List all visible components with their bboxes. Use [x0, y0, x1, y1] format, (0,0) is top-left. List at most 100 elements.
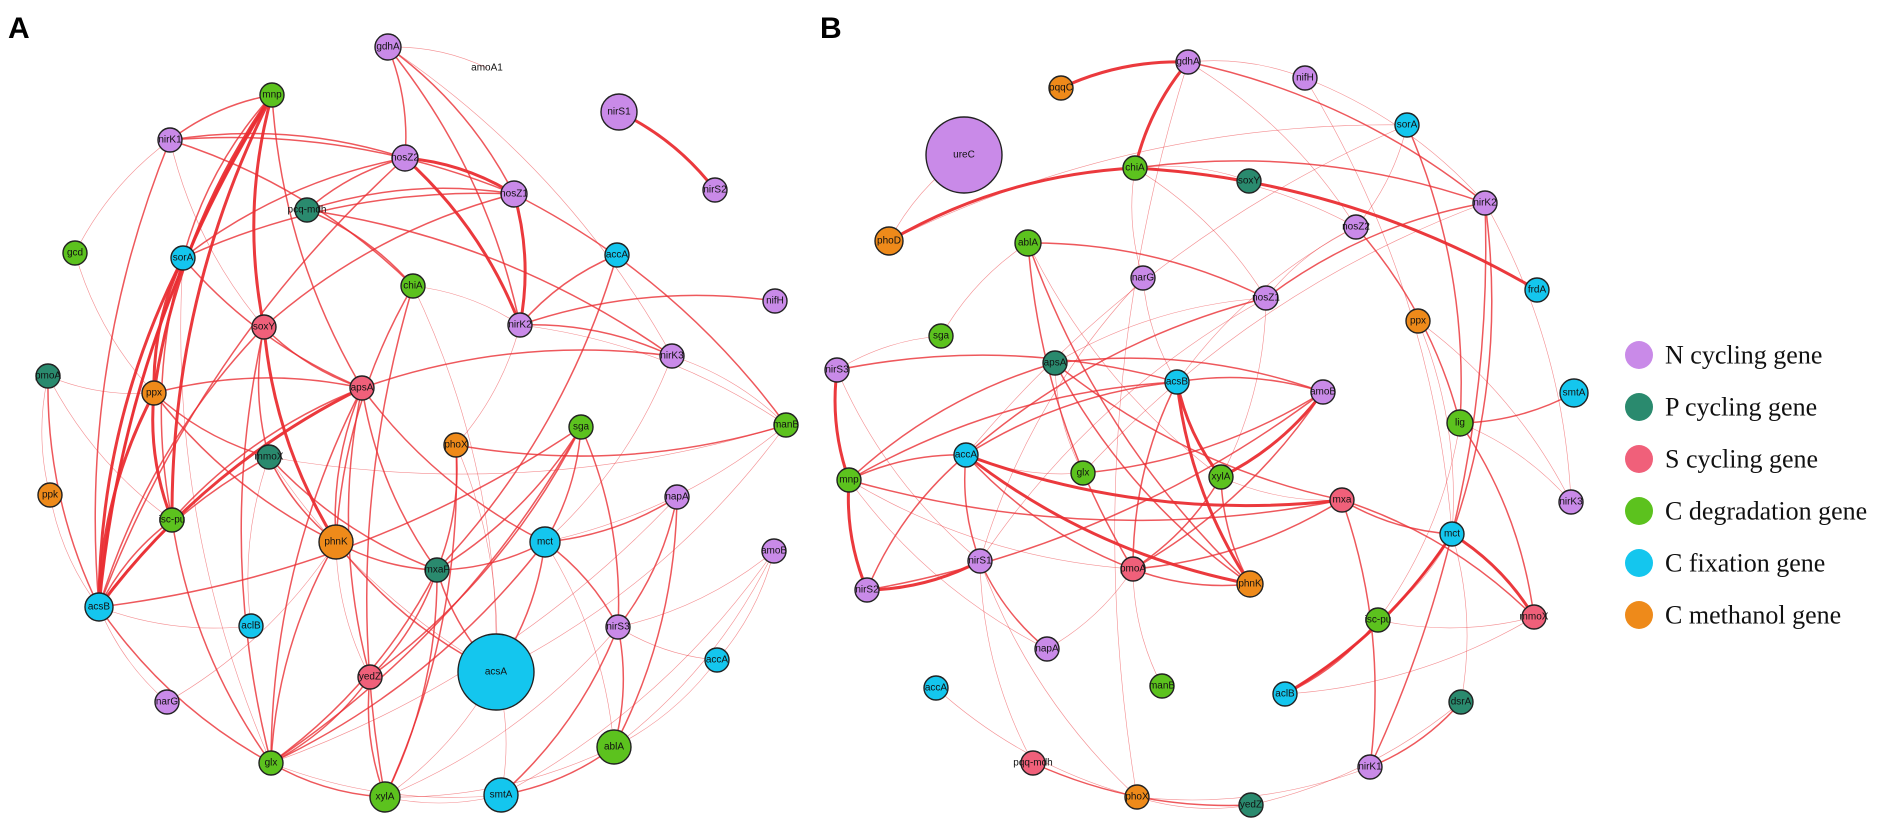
node-phnK-circle [318, 524, 354, 560]
edge-nirK1-acsB [94, 139, 171, 608]
node-manB: manB [773, 412, 799, 438]
node-glx: glx [1070, 460, 1096, 486]
node-gdhA-circle [1175, 49, 1201, 75]
node-nirK1: nirK1 [157, 127, 183, 153]
node-soxY: soxY [1236, 168, 1262, 194]
node-pqqmdh-label: pcq-mdh [288, 205, 327, 216]
node-accA2: accA [923, 675, 949, 701]
node-accA1-circle [953, 442, 979, 468]
node-mnp-circle [259, 82, 285, 108]
node-nirK1-circle [1357, 754, 1383, 780]
legend-swatch [1625, 445, 1653, 473]
node-nirK1: nirK1 [1357, 754, 1383, 780]
node-ureC: ureC [925, 116, 1003, 194]
node-mct-circle [529, 526, 561, 558]
edge-amoB-pmoA [1132, 391, 1324, 570]
legend-label: C fixation gene [1665, 549, 1825, 578]
node-glx-label: glx [1077, 468, 1090, 479]
edge-nirK2-nirK3 [519, 324, 673, 357]
edge-gdhA-nirK2 [1187, 61, 1486, 204]
node-manB-circle [1149, 673, 1175, 699]
node-nirS2-label: nirS2 [703, 185, 727, 196]
node-nifH: nifH [762, 288, 788, 314]
node-yedZ-circle [1238, 792, 1264, 818]
node-nirS2-label: nirS2 [855, 585, 879, 596]
node-lig: lig [1446, 409, 1474, 437]
node-amoB-circle [1310, 379, 1336, 405]
node-accA2-circle [704, 647, 730, 673]
edge-mmoX-mxaF [268, 456, 438, 571]
node-ablA-circle [1014, 229, 1042, 257]
edge-xylA-phnK [1220, 476, 1251, 585]
edge-nirK2-phoX [455, 324, 521, 446]
node-pmoA-label: pmoA [1120, 564, 1146, 575]
node-phoX-label: phoX [1125, 792, 1149, 803]
node-nifH-label: nifH [766, 296, 784, 307]
edge-soxY-glx [240, 326, 272, 764]
edge-nosZ1-pqqmdh [306, 187, 515, 211]
edge-narG-acsB [1142, 277, 1178, 383]
edge-accA1-mnp [848, 454, 967, 481]
node-sga-circle [568, 414, 594, 440]
edge-sga-glx [270, 426, 582, 764]
node-acsA: acsA [457, 633, 535, 711]
node-nirS2-circle [702, 177, 728, 203]
edge-gcd-nirK1 [74, 139, 171, 254]
edge-mnp-apsA [271, 94, 363, 389]
node-accA1-label: accA [606, 250, 629, 261]
node-phoX-circle [1124, 784, 1150, 810]
edge-mct-dsrA [1451, 533, 1468, 703]
edge-sga-yedZ [369, 426, 582, 678]
node-sga: sga [928, 323, 954, 349]
node-aclB: aclB [1272, 681, 1298, 707]
edge-amoB-nirS3 [617, 550, 775, 628]
node-nirS1-circle [600, 93, 638, 131]
node-accA1-circle [604, 242, 630, 268]
edge-mnp-iscpu [170, 94, 274, 521]
node-pqqmdh-circle [294, 197, 320, 223]
node-gdhA: gdhA [374, 33, 402, 61]
node-pmoA-circle [1120, 556, 1146, 582]
edge-xylA-pmoA [1132, 476, 1222, 570]
node-nosZ1: nosZ1 [1252, 285, 1280, 311]
node-narG-circle [1130, 265, 1156, 291]
node-sga: sga [568, 414, 594, 440]
edge-accA2-ablA [613, 659, 718, 748]
node-pmoA: pmoA [35, 363, 61, 389]
edge-soxY-apsA [263, 326, 363, 389]
edge-nirS3-xylA [384, 626, 619, 798]
node-pqqC: pqqC [1048, 75, 1074, 101]
node-mnp-label: mnp [839, 475, 859, 486]
edge-accA1-nirK2 [519, 254, 618, 326]
node-nirS2: nirS2 [702, 177, 728, 203]
edge-phoD-chiA [888, 166, 1136, 243]
node-aclB-circle [238, 613, 264, 639]
edge-gdhA-chiA [1133, 61, 1190, 169]
node-chiA: chiA [1122, 155, 1148, 181]
node-accA1-label: accA [955, 450, 978, 461]
edge-sorA-lig [1406, 124, 1462, 424]
node-chiA-circle [400, 273, 426, 299]
panel-a-letter: A [8, 12, 30, 45]
edge-amoB-smtA [500, 550, 775, 796]
edge-chiA-nosZ1 [1134, 167, 1267, 299]
node-phoD-label: phoD [877, 236, 901, 247]
node-nosZ2-circle [1343, 214, 1369, 240]
legend-label: C degradation gene [1665, 497, 1867, 526]
node-nirK2-circle [1472, 190, 1498, 216]
node-gdhA-label: gdhA [376, 42, 400, 53]
node-soxY-label: soxY [1238, 176, 1261, 187]
node-xylA-circle [369, 781, 401, 813]
legend-swatch [1625, 497, 1653, 525]
edge-nifH-mct [1304, 77, 1453, 535]
node-gdhA-circle [374, 33, 402, 61]
node-accA2: accA [704, 647, 730, 673]
edge-iscpu-mmoX [1377, 616, 1535, 629]
node-napA-label: napA [1035, 644, 1059, 655]
edge-ablA-phnK [1027, 242, 1251, 585]
node-ppx-label: ppx [146, 388, 162, 399]
edge-amoB-xylA [1220, 391, 1325, 479]
edge-gdhA-nosZ2 [387, 46, 407, 159]
edge-mnp-soxY [252, 94, 274, 328]
legend-item-S: S cycling gene [1625, 445, 1818, 474]
